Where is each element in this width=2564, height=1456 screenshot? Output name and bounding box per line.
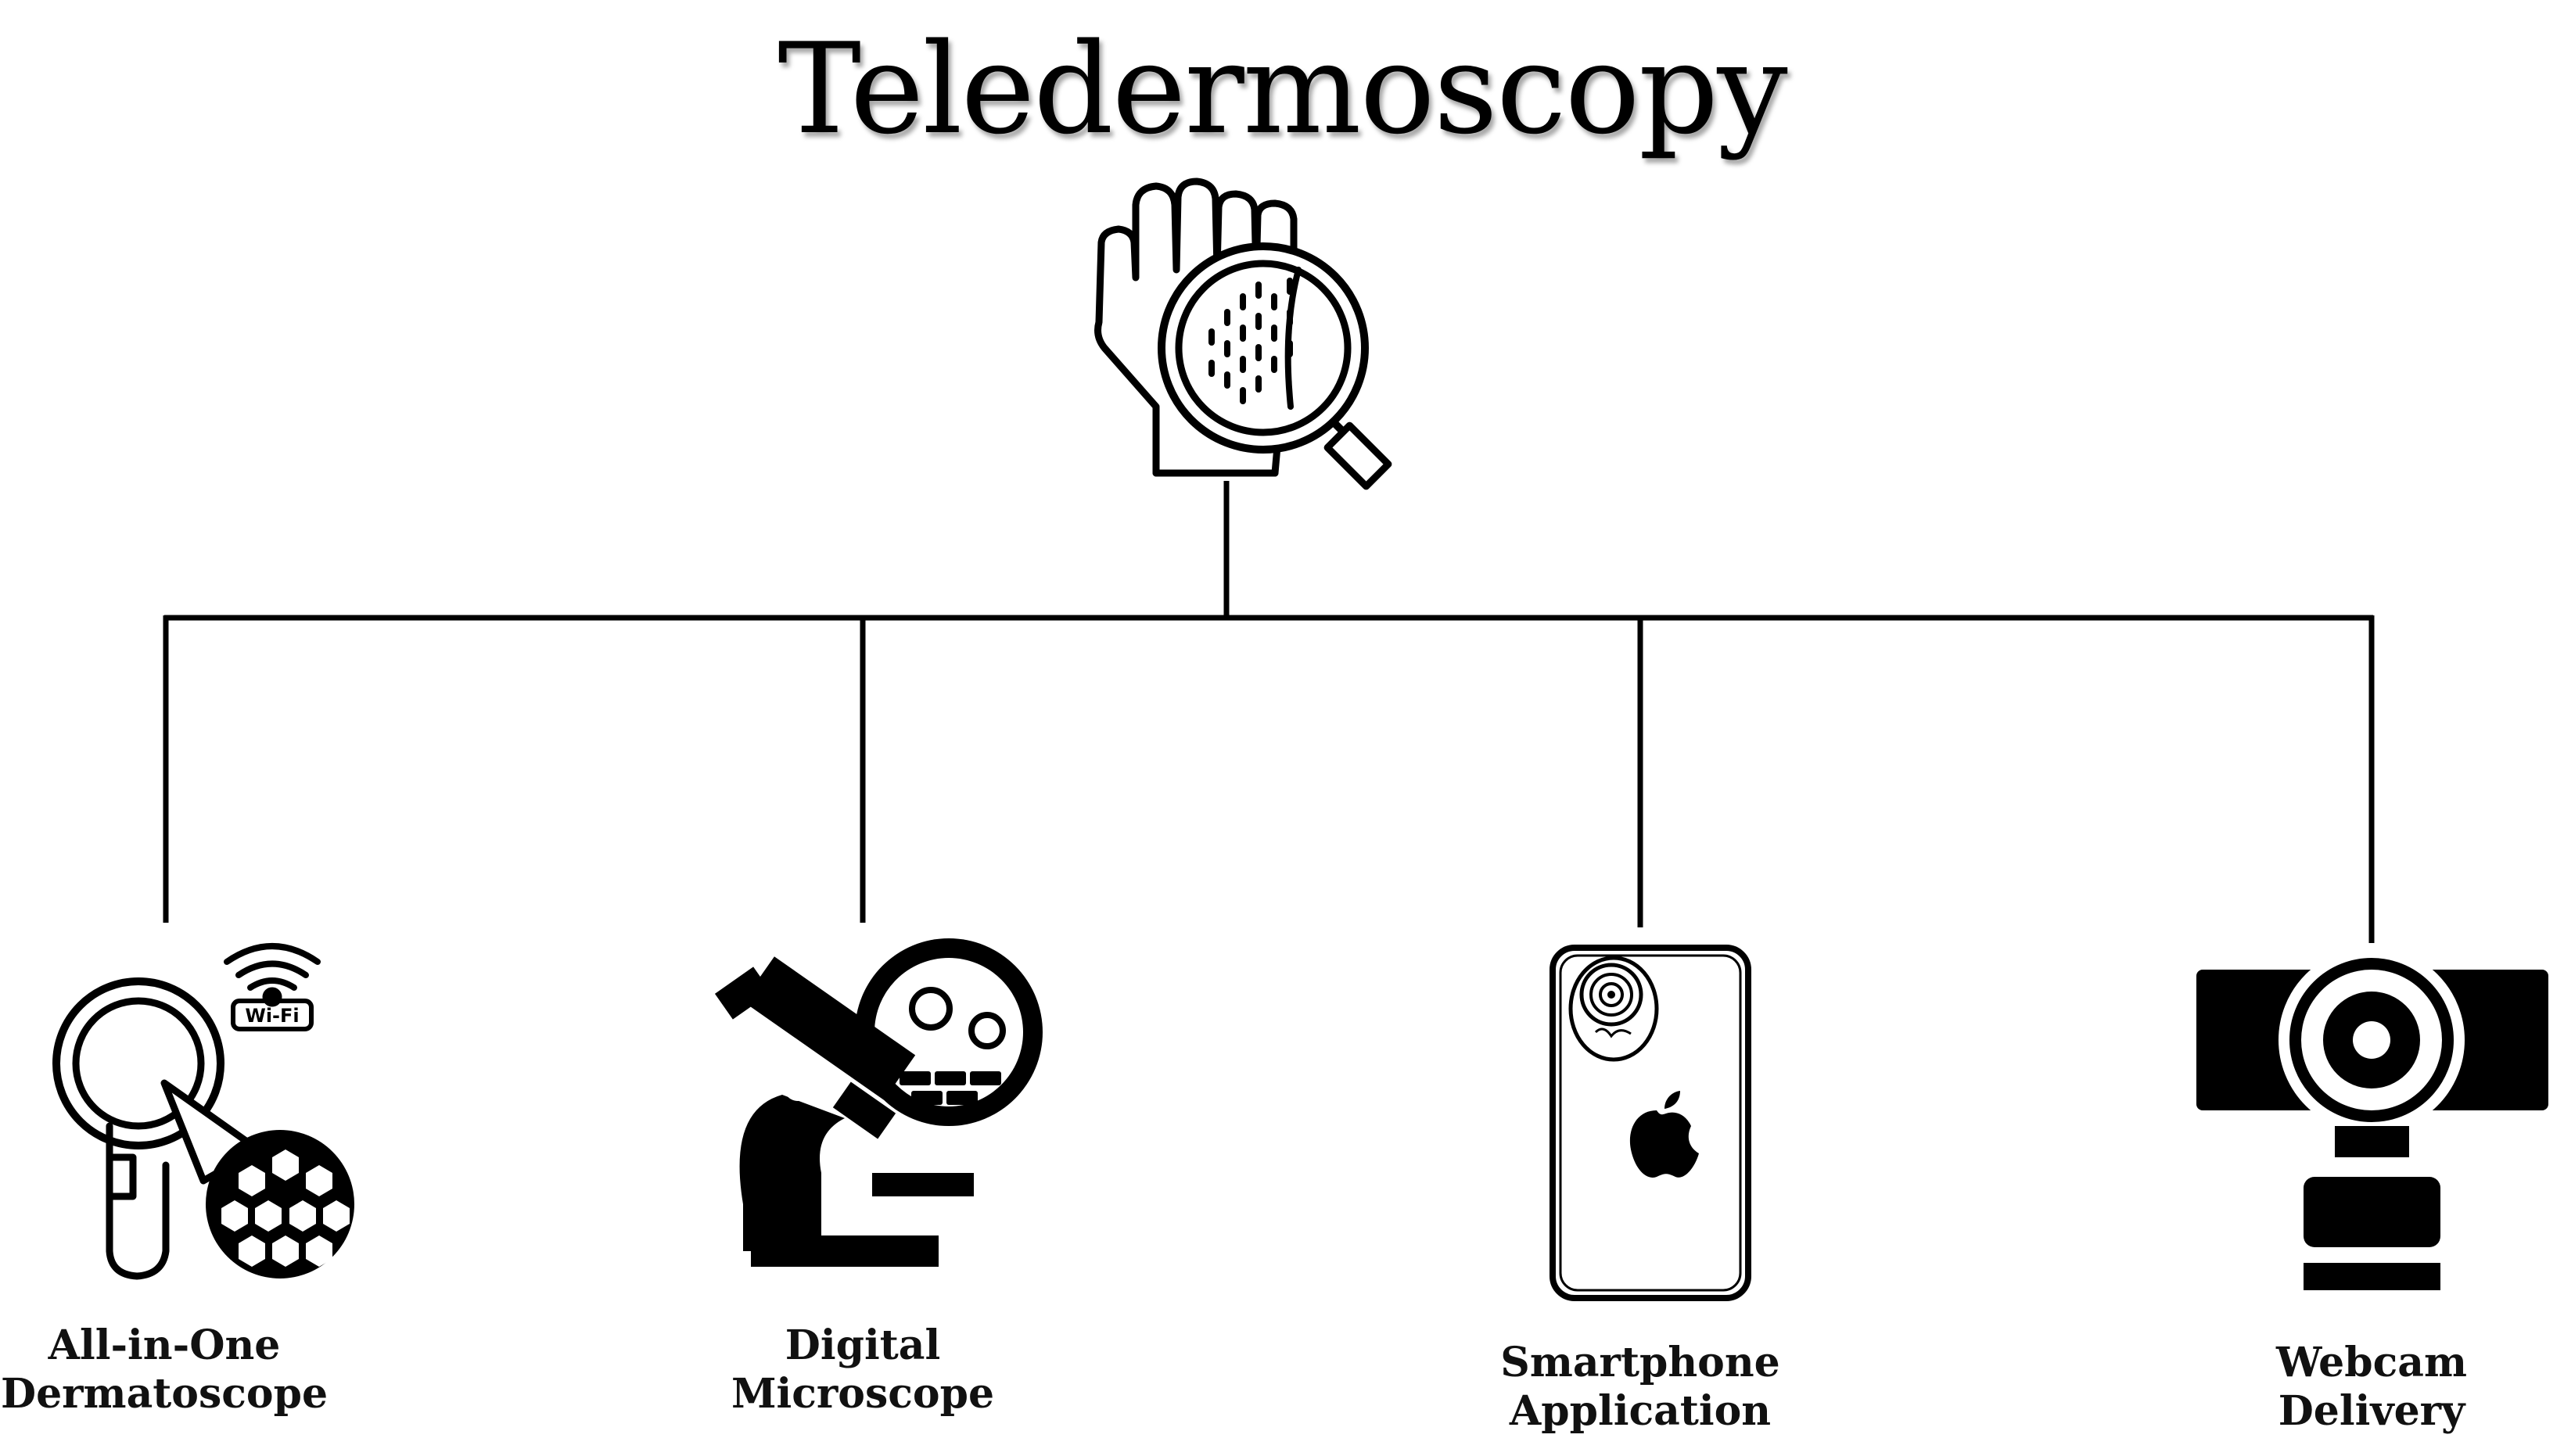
label-line-1: All-in-One	[48, 1322, 281, 1369]
label-line-2: Dermatoscope	[0, 1370, 329, 1418]
webcam-icon	[2196, 947, 2548, 1290]
label-webcam-delivery: Webcam Delivery	[2137, 1339, 2564, 1436]
label-line-2: Delivery	[2278, 1387, 2465, 1435]
connector-lines	[163, 481, 2375, 943]
label-digital-microscope: Digital Microscope	[628, 1322, 1097, 1418]
wifi-dermatoscope-icon	[52, 943, 354, 1280]
smartphone-icon	[1550, 945, 1751, 1301]
label-line-1: Digital	[785, 1322, 941, 1369]
label-line-1: Webcam	[2276, 1339, 2467, 1386]
microscope-icon	[714, 938, 1043, 1267]
diagram-title: Teledermoscopy	[777, 16, 1787, 162]
label-all-in-one-dermatoscope: All-in-One Dermatoscope	[0, 1322, 399, 1418]
hand-magnifier-icon	[1094, 178, 1392, 490]
wifi-badge-text: Wi-Fi	[245, 1005, 299, 1027]
label-smartphone-application: Smartphone Application	[1406, 1339, 1875, 1436]
label-line-2: Microscope	[731, 1370, 995, 1418]
label-line-1: Smartphone	[1500, 1339, 1780, 1386]
label-line-2: Application	[1509, 1387, 1772, 1435]
